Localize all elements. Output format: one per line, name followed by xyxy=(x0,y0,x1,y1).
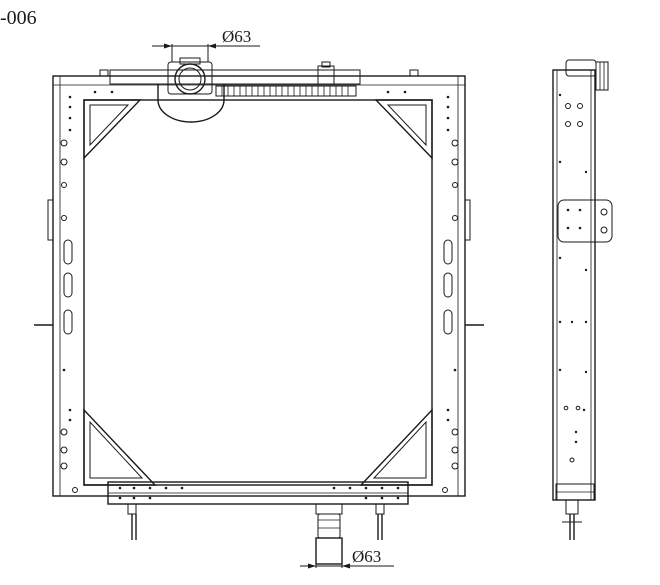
bottom-outlet-pipe xyxy=(315,503,343,565)
right-side-bracket xyxy=(464,199,471,241)
bottom-diameter-dimension: Ø63 xyxy=(300,547,394,569)
front-view xyxy=(34,57,484,565)
bottom-diameter-label: Ø63 xyxy=(352,547,381,566)
core-opening xyxy=(83,99,433,486)
top-diameter-dimension: Ø63 xyxy=(152,27,260,62)
side-view xyxy=(552,59,613,540)
gusset-bottom-right xyxy=(359,408,433,486)
top-tank xyxy=(109,69,361,85)
top-inlet-pipe xyxy=(157,57,225,123)
gusset-bottom-left xyxy=(83,408,157,486)
top-fins xyxy=(215,85,357,97)
bottom-leg-left xyxy=(127,503,137,540)
gusset-top-left xyxy=(83,99,142,160)
frame-outer xyxy=(52,75,466,497)
top-diameter-label: Ø63 xyxy=(222,27,251,46)
bottom-leg-right xyxy=(375,503,385,540)
side-mount-plate xyxy=(557,199,613,243)
top-sensor-port xyxy=(317,61,335,85)
left-side-bracket xyxy=(47,199,54,241)
gusset-top-right xyxy=(374,99,433,160)
part-number-label: -006 xyxy=(0,7,37,29)
side-frame xyxy=(552,69,596,501)
